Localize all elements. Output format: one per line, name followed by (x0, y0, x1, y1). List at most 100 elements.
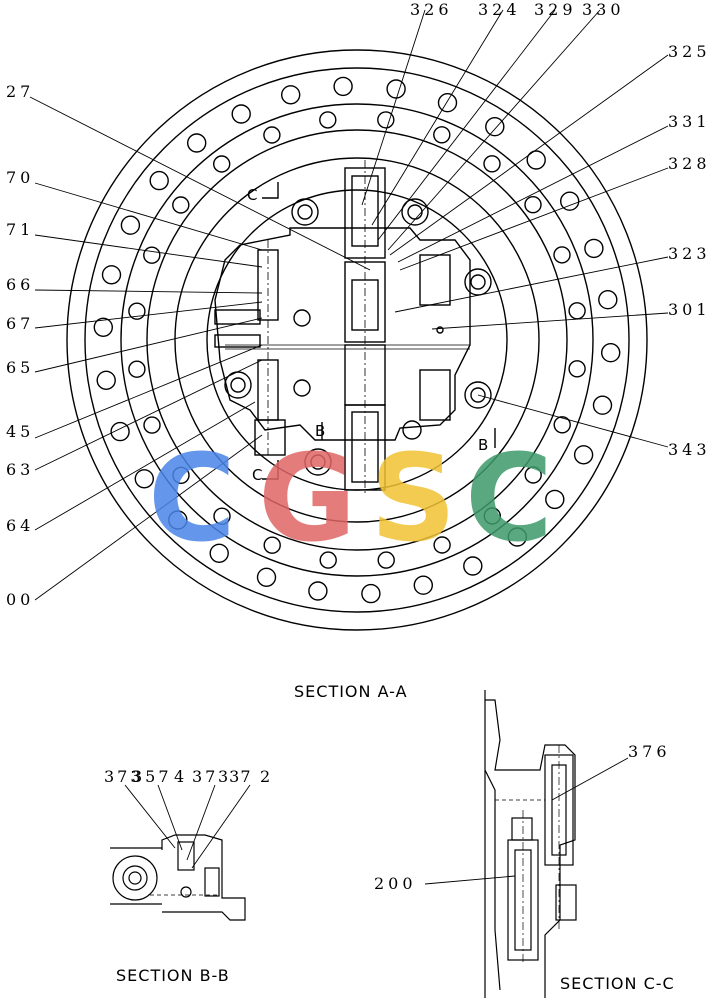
outer-bolt-hole (386, 79, 406, 99)
callout-66: 66 (6, 275, 35, 294)
section-c-c-leaders (424, 757, 629, 885)
outer-bolt-hole (134, 469, 155, 489)
outer-bolt-hole (231, 104, 251, 124)
section-mark-b-right: B (478, 436, 489, 454)
watermark-letter-g: G (258, 430, 357, 569)
inner-bolt-hole (172, 466, 190, 484)
inner-bolt-holes (128, 111, 586, 569)
outer-bolt-hole (545, 489, 565, 510)
watermark-letter-c: C (148, 430, 236, 569)
inner-bolt-hole (483, 155, 501, 173)
outer-bolt-hole (584, 238, 604, 259)
callout-200: 200 (374, 874, 417, 893)
inner-bolt-hole (128, 302, 146, 320)
inner-bolt-hole (263, 126, 281, 144)
body-bolt-right (464, 268, 492, 296)
body-bolt-bottom-right (402, 420, 422, 440)
callout-4: 4 (174, 767, 189, 786)
outer-bolt-hole (333, 76, 353, 97)
cc-housing-profile (485, 699, 576, 998)
callout-325: 325 (668, 42, 711, 61)
callout-373: 373 (104, 767, 144, 786)
cc-housing-step (484, 769, 501, 991)
cgsc-watermark: C G S C (148, 430, 553, 569)
outer-bolt-hole (186, 133, 207, 153)
left-plug-lower (214, 334, 261, 348)
outer-bolt-hole (573, 445, 594, 465)
inner-bolt-hole (213, 507, 231, 525)
body-bolt-bottom (304, 448, 332, 476)
middle-ring (120, 103, 594, 577)
inner-bolt-hole (319, 551, 337, 569)
inner-bolt-hole (319, 111, 337, 129)
outer-bolt-hole (149, 170, 169, 191)
body-bolt-top-right-inner (407, 204, 423, 220)
inner-bolt-hole (553, 416, 571, 434)
hub-inner-ring (206, 189, 508, 491)
watermark-letter-s: S (370, 430, 456, 569)
section-b-b-view (110, 834, 246, 921)
inner-bolt-hole (433, 536, 451, 554)
inner-bolt-hole (143, 246, 161, 264)
callout-376: 376 (628, 742, 671, 761)
watermark-letter-c2: C (465, 430, 553, 569)
outer-bolt-hole (101, 265, 122, 285)
bb-boss-core (128, 871, 142, 885)
section-mark-c-top-arrow (262, 182, 279, 199)
callout-64: 64 (6, 516, 35, 535)
body-bolt-right-lower (464, 381, 492, 409)
body-port (293, 309, 311, 327)
bb-valve (177, 841, 195, 871)
outer-bolt-hole (361, 583, 381, 604)
body-bolt-left-lower-inner (230, 377, 246, 393)
valve-housing (214, 227, 471, 441)
section-a-a-view (66, 49, 648, 631)
inner-bolt-hole (143, 416, 161, 434)
body-bolt-bottom-inner (310, 454, 326, 470)
outer-bolt-hole (96, 370, 116, 390)
callout-329: 329 (534, 0, 577, 19)
body-bolt-right-lower-inner (470, 387, 486, 403)
outer-bolt-hole (463, 556, 483, 576)
inner-bolt-hole (212, 155, 231, 173)
outer-bolt-hole (437, 92, 458, 113)
inner-ring (146, 129, 568, 551)
body-bolt-right-inner (470, 274, 486, 290)
inner-bolt-hole (553, 246, 571, 264)
callout-323: 323 (668, 244, 711, 263)
section-mark-b-left: B (315, 422, 326, 440)
inner-bolt-hole (377, 551, 395, 569)
callout-65: 65 (6, 358, 35, 377)
callout-71: 71 (6, 220, 35, 239)
inner-bolt-hole (263, 536, 281, 554)
callout-27: 27 (6, 82, 35, 101)
callout-45: 45 (6, 422, 35, 441)
section-b-b-leaders (124, 784, 251, 869)
bb-plug (204, 867, 220, 897)
inner-bolt-hole (172, 196, 190, 214)
outer-bolt-hole (601, 343, 621, 363)
outer-bolt-hole (209, 543, 229, 563)
callout-330: 330 (582, 0, 625, 19)
callout-63: 63 (6, 460, 35, 479)
section-c-c-title: SECTION C-C (560, 974, 675, 993)
callout-326: 326 (410, 0, 453, 19)
bb-boss-inner (122, 865, 148, 891)
outer-flange-inner-ring (84, 67, 630, 613)
body-bolt-top-right (401, 198, 429, 226)
inner-bolt-hole (568, 302, 586, 320)
inner-bolt-hole (433, 126, 451, 144)
callout-331: 331 (668, 112, 711, 131)
section-a-a-title: SECTION A-A (294, 682, 408, 701)
callout-337: 337 (218, 767, 252, 786)
right-chamber-upper (419, 254, 451, 306)
outer-bolt-hole (592, 395, 613, 415)
section-mark-c-top: C (247, 186, 258, 204)
body-port-2 (293, 379, 311, 397)
bb-boss (112, 855, 158, 901)
hub-ring (174, 157, 540, 523)
callout-324: 324 (478, 0, 521, 19)
body-bolt-top-left (291, 198, 319, 226)
callout-357: 357 (132, 767, 172, 786)
